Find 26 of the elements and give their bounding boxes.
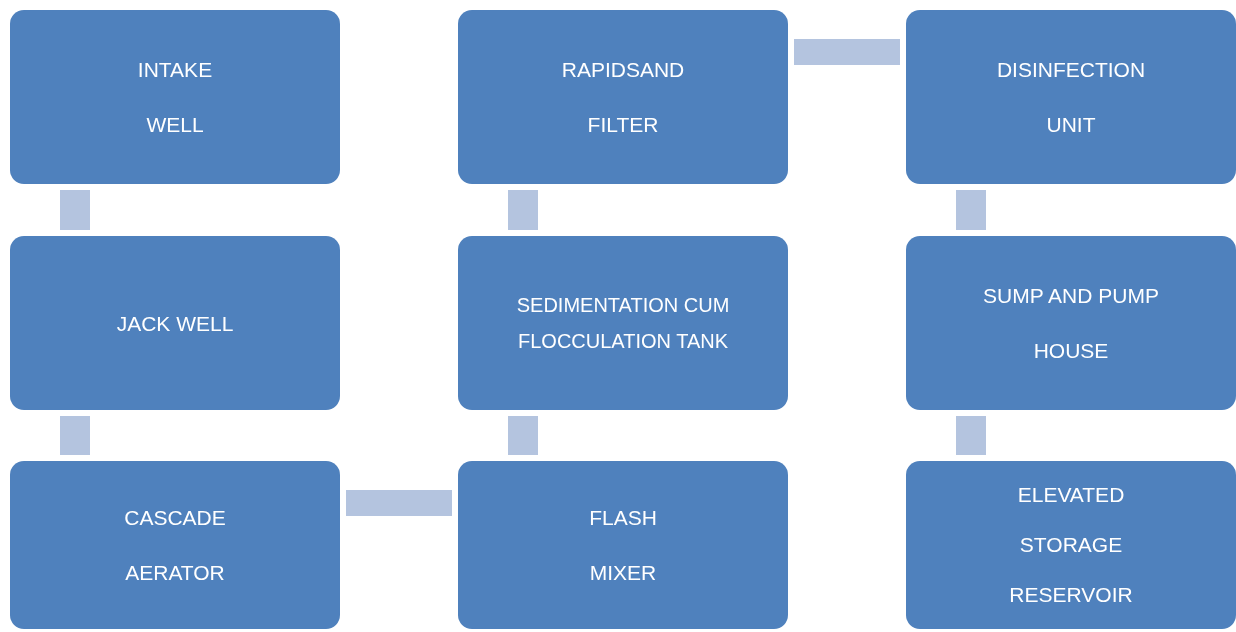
connector-bar xyxy=(794,39,900,65)
connector-bar xyxy=(956,416,986,455)
connector-bar xyxy=(60,190,90,230)
process-box xyxy=(906,461,1236,629)
box-label: ELEVATED STORAGE RESERVOIR xyxy=(1008,482,1134,608)
process-box xyxy=(458,236,788,410)
process-box xyxy=(906,10,1236,184)
process-box xyxy=(10,10,340,184)
process-box xyxy=(458,10,788,184)
connector-bar xyxy=(508,416,538,455)
box-label: SEDIMENTATION CUM FLOCCULATION TANK xyxy=(515,293,731,354)
process-box xyxy=(10,236,340,410)
process-box xyxy=(458,461,788,629)
box-label: INTAKE WELL xyxy=(136,57,214,138)
box-label: JACK WELL xyxy=(115,310,235,337)
box-label: DISINFECTION UNIT xyxy=(995,57,1147,138)
process-box xyxy=(10,461,340,629)
box-label: SUMP AND PUMP HOUSE xyxy=(982,283,1160,364)
box-label: RAPIDSAND FILTER xyxy=(560,57,686,138)
box-label: CASCADE AERATOR xyxy=(123,505,227,586)
connector-bar xyxy=(956,190,986,230)
connector-bar xyxy=(346,490,452,516)
box-label: FLASH MIXER xyxy=(588,505,658,586)
process-box xyxy=(906,236,1236,410)
connector-bar xyxy=(60,416,90,455)
connector-bar xyxy=(508,190,538,230)
